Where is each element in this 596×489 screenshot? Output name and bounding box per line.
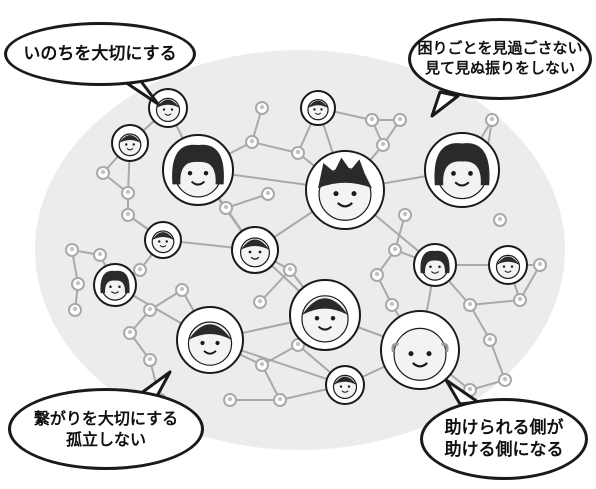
network-node-icon — [498, 373, 512, 387]
network-node-icon — [253, 295, 267, 309]
person-face-icon — [300, 90, 336, 126]
network-node-icon — [133, 263, 147, 277]
bubble-text-line: 助けられる側が — [444, 417, 564, 438]
network-node-icon — [96, 166, 110, 180]
network-line — [259, 269, 291, 303]
network-node-icon — [71, 277, 85, 291]
network-line — [469, 299, 521, 306]
network-node-icon — [513, 293, 527, 307]
network-node-icon — [533, 258, 547, 272]
bubble-text-line: 見て見ぬ振りをしない — [424, 59, 575, 77]
network-node-icon — [123, 326, 137, 340]
bubble-text-line: いのちを大切にする — [23, 43, 177, 64]
person-face-icon — [231, 226, 279, 274]
network-node-icon — [291, 146, 305, 160]
tail-top-right — [430, 90, 460, 118]
person-face-icon — [380, 310, 460, 390]
speech-bubble-top-right: 困りごとを見過ごさない 見て見ぬ振りをしない — [408, 18, 592, 100]
person-face-icon — [162, 134, 234, 206]
bubble-text-line: 孤立しない — [65, 430, 146, 449]
person-face-icon — [176, 306, 244, 374]
speech-bubble-top-left: いのちを大切にする — [4, 22, 196, 86]
network-node-icon — [255, 101, 269, 115]
network-node-icon — [463, 298, 477, 312]
network-node-icon — [273, 393, 287, 407]
network-node-icon — [143, 303, 157, 317]
network-node-icon — [121, 208, 135, 222]
network-node-icon — [121, 186, 135, 200]
speech-bubble-bottom-left: 繋がりを大切にする 孤立しない — [8, 388, 204, 470]
network-node-icon — [365, 113, 379, 127]
network-node-icon — [376, 138, 390, 152]
network-node-icon — [291, 338, 305, 352]
network-node-icon — [65, 243, 79, 257]
bubble-text-line: 困りごとを見過ごさない — [417, 39, 583, 58]
person-face-icon — [305, 150, 385, 230]
network-node-icon — [485, 113, 499, 127]
network-node-icon — [245, 135, 259, 149]
network-line — [251, 141, 299, 154]
bubble-text-line: 繋がりを大切にする — [33, 408, 179, 428]
network-node-icon — [398, 208, 412, 222]
person-face-icon — [413, 243, 457, 287]
person-face-icon — [111, 124, 149, 162]
person-face-icon — [289, 279, 361, 351]
network-node-icon — [219, 201, 233, 215]
person-face-icon — [424, 132, 500, 208]
network-node-icon — [388, 243, 402, 257]
network-node-icon — [68, 303, 82, 317]
network-node-icon — [175, 283, 189, 297]
person-face-icon — [325, 365, 365, 405]
network-line — [225, 193, 269, 209]
speech-bubble-bottom-right: 助けられる側が 助ける側になる — [420, 398, 588, 480]
network-line — [489, 339, 506, 381]
network-node-icon — [370, 268, 384, 282]
bubble-text-line: 助ける側になる — [444, 440, 564, 460]
network-node-icon — [283, 263, 297, 277]
network-node-icon — [93, 248, 107, 262]
network-dots — [65, 101, 547, 407]
network-node-icon — [223, 393, 237, 407]
network-node-icon — [393, 113, 407, 127]
person-face-icon — [488, 245, 528, 285]
network-node-icon — [385, 298, 399, 312]
network-node-icon — [143, 353, 157, 367]
network-node-icon — [255, 358, 269, 372]
people-faces — [93, 88, 528, 405]
network-node-icon — [483, 333, 497, 347]
network-node-icon — [261, 187, 275, 201]
person-face-icon — [93, 263, 137, 307]
person-face-icon — [144, 221, 182, 259]
person-face-icon — [148, 88, 188, 128]
network-node-icon — [493, 213, 507, 227]
